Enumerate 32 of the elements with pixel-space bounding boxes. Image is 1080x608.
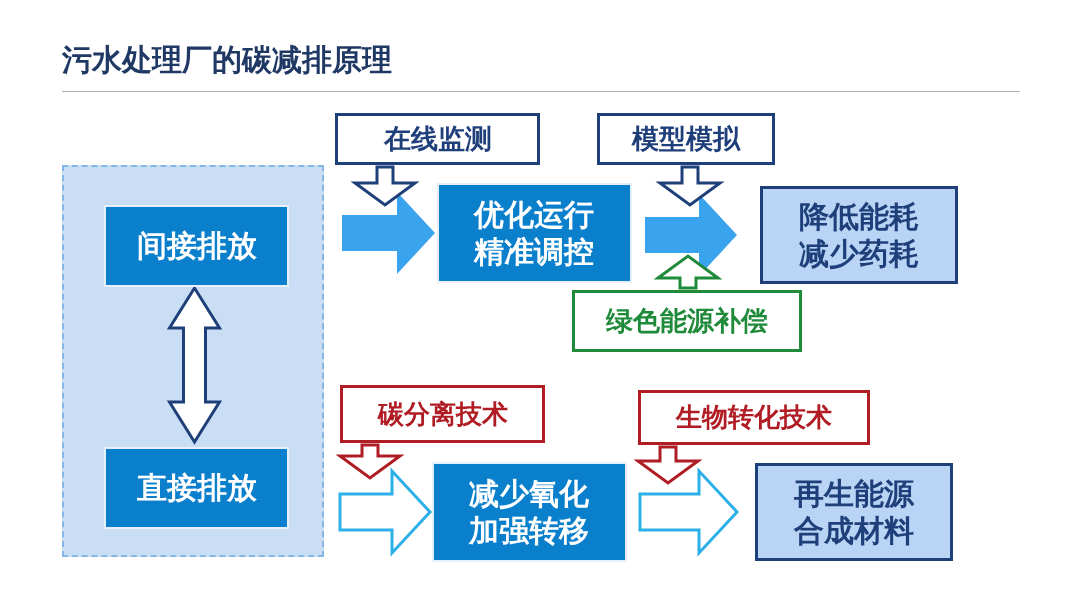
input-box	[340, 385, 545, 443]
box-label: 生物转化技术	[676, 401, 832, 434]
box-label: 减少氧化加强转移	[468, 474, 591, 550]
box-label: 优化运行精准调控	[473, 195, 596, 271]
box-label: 绿色能源补偿	[606, 304, 768, 338]
box-label: 再生能源合成材料	[792, 474, 915, 550]
dashed-panel	[62, 165, 324, 557]
input-box	[638, 390, 870, 445]
block-arrow	[655, 165, 725, 207]
box-label: 模型模拟	[632, 122, 740, 156]
result-box	[755, 463, 953, 561]
block-arrow	[335, 443, 405, 480]
input-box	[335, 113, 540, 165]
process-box	[104, 205, 289, 287]
box-label: 降低能耗减少药耗	[798, 197, 920, 273]
process-box	[437, 183, 632, 283]
process-box	[104, 447, 289, 529]
block-arrow	[653, 254, 723, 290]
box-label: 直接排放	[136, 469, 257, 507]
block-arrow	[166, 285, 223, 445]
input-box	[572, 290, 802, 352]
block-arrow	[638, 467, 740, 557]
box-label: 间接排放	[136, 227, 257, 265]
result-box	[760, 186, 958, 284]
block-arrow	[338, 467, 433, 557]
box-label: 碳分离技术	[377, 397, 508, 431]
input-box	[597, 113, 775, 165]
box-label: 在线监测	[383, 122, 492, 156]
block-arrow	[350, 165, 420, 207]
block-arrow	[633, 445, 703, 485]
process-box	[432, 462, 627, 562]
title: 污水处理厂的碳减排原理	[62, 41, 392, 79]
